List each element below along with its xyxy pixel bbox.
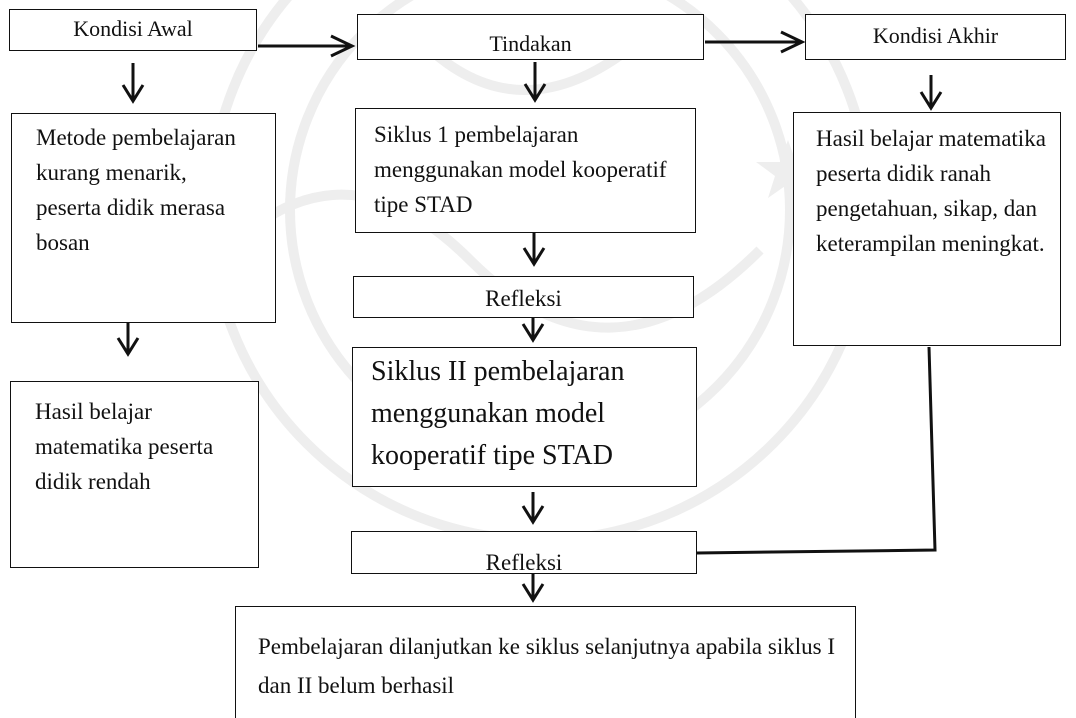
box-initial-method: Metode pembelajaran kurang menarik, pese… (11, 113, 276, 323)
reflection-1-text: Refleksi (485, 286, 562, 311)
header-kondisi-akhir: Kondisi Akhir (805, 14, 1066, 60)
cycle-2-text: Siklus II pembelajaran menggunakan model… (371, 356, 625, 471)
header-tindakan: Tindakan (357, 14, 704, 60)
cycle-1-text: Siklus 1 pembelajaran menggunakan model … (374, 122, 667, 217)
box-cycle-1: Siklus 1 pembelajaran menggunakan model … (355, 108, 696, 233)
header-kondisi-akhir-label: Kondisi Akhir (872, 23, 999, 48)
box-reflection-1: Refleksi (353, 276, 694, 318)
header-kondisi-awal-label: Kondisi Awal (73, 16, 193, 41)
box-cycle-2: Siklus II pembelajaran menggunakan model… (352, 347, 697, 487)
box-final-result: Hasil belajar matematika peserta didik r… (793, 112, 1061, 346)
header-tindakan-label: Tindakan (489, 31, 572, 56)
initial-method-text: Metode pembelajaran kurang menarik, pese… (36, 125, 236, 255)
box-reflection-2: Refleksi (351, 531, 697, 574)
conclusion-text: Pembelajaran dilanjutkan ke siklus selan… (258, 634, 835, 698)
reflection-2-text: Refleksi (485, 550, 563, 574)
header-kondisi-awal: Kondisi Awal (9, 9, 257, 51)
final-result-text: Hasil belajar matematika peserta didik r… (816, 126, 1046, 256)
box-conclusion: Pembelajaran dilanjutkan ke siklus selan… (235, 606, 856, 718)
initial-result-text: Hasil belajar matematika peserta didik r… (35, 399, 214, 494)
box-initial-result: Hasil belajar matematika peserta didik r… (10, 381, 259, 568)
